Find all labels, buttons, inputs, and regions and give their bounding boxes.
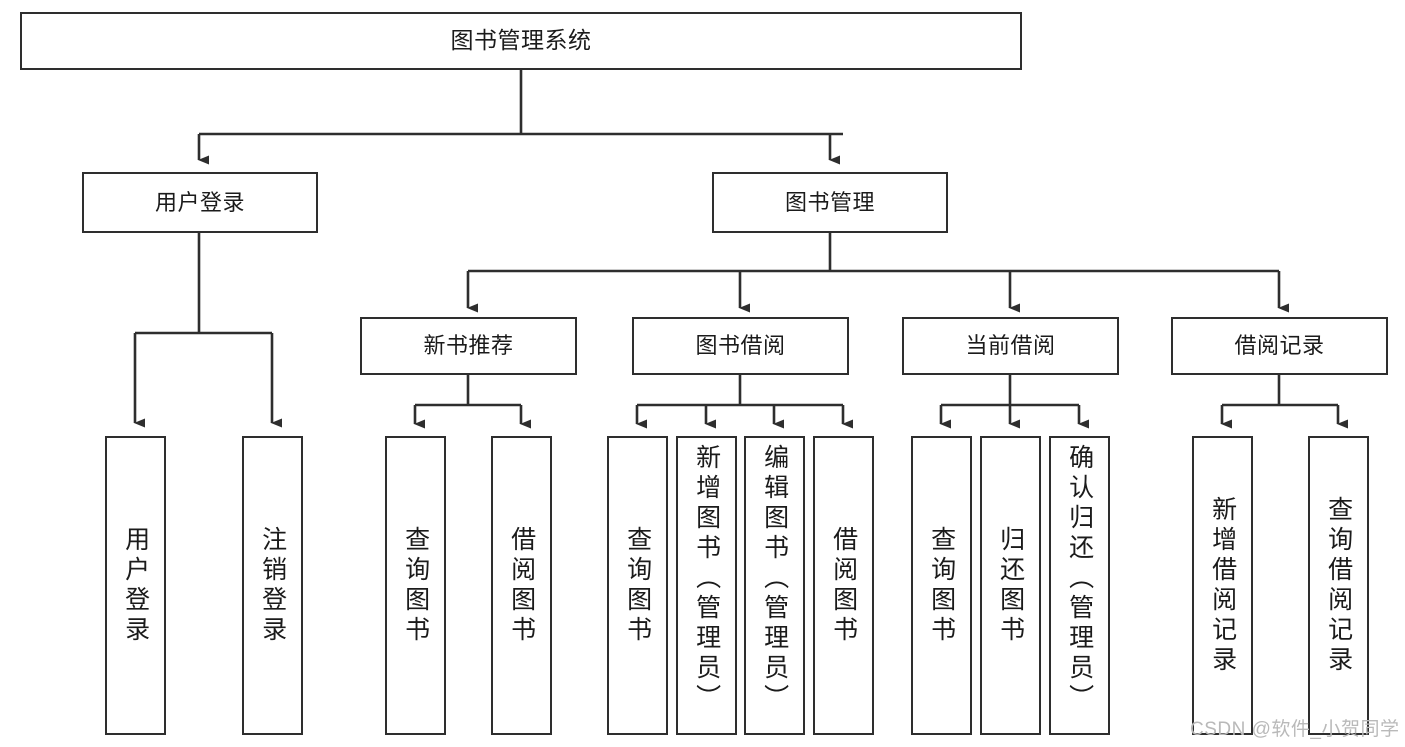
node-label: 查询借阅记录	[1324, 495, 1353, 676]
leaf-query-book-3[interactable]: 查询图书	[911, 436, 972, 735]
leaf-query-record[interactable]: 查询借阅记录	[1308, 436, 1369, 735]
node-book-manage[interactable]: 图书管理	[712, 172, 948, 233]
leaf-query-book-1[interactable]: 查询图书	[385, 436, 446, 735]
node-label: 编辑图书（管理员）	[760, 444, 789, 714]
node-new-book-recommend[interactable]: 新书推荐	[360, 317, 577, 375]
node-label: 图书借阅	[695, 333, 786, 359]
node-label: 新增图书（管理员）	[692, 444, 721, 714]
leaf-add-record[interactable]: 新增借阅记录	[1192, 436, 1253, 735]
leaf-add-book[interactable]: 新增图书（管理员）	[676, 436, 737, 735]
node-label: 用户登录	[154, 189, 245, 215]
node-book-borrow[interactable]: 图书借阅	[632, 317, 849, 375]
leaf-user-login[interactable]: 用户登录	[105, 436, 166, 735]
node-label: 借阅图书	[829, 525, 858, 646]
leaf-query-book-2[interactable]: 查询图书	[607, 436, 668, 735]
node-label: 图书管理	[784, 189, 875, 215]
node-label: 新书推荐	[423, 333, 514, 359]
leaf-borrow-book-1[interactable]: 借阅图书	[491, 436, 552, 735]
leaf-edit-book[interactable]: 编辑图书（管理员）	[744, 436, 805, 735]
leaf-logout-login[interactable]: 注销登录	[242, 436, 303, 735]
leaf-confirm-return[interactable]: 确认归还（管理员）	[1049, 436, 1110, 735]
node-label: 当前借阅	[965, 333, 1056, 359]
node-label: 查询图书	[401, 525, 430, 646]
node-borrow-record[interactable]: 借阅记录	[1171, 317, 1388, 375]
node-label: 用户登录	[121, 525, 150, 646]
node-label: 查询图书	[623, 525, 652, 646]
node-label: 查询图书	[927, 525, 956, 646]
node-label: 借阅图书	[507, 525, 536, 646]
node-label: 新增借阅记录	[1208, 495, 1237, 676]
node-root-system[interactable]: 图书管理系统	[20, 12, 1022, 70]
node-label: 归还图书	[996, 525, 1025, 646]
node-label: 注销登录	[258, 525, 287, 646]
leaf-borrow-book-2[interactable]: 借阅图书	[813, 436, 874, 735]
csdn-watermark: CSDN @软件_小贺同学	[1190, 719, 1400, 740]
node-user-login[interactable]: 用户登录	[82, 172, 318, 233]
leaf-return-book[interactable]: 归还图书	[980, 436, 1041, 735]
node-label: 确认归还（管理员）	[1065, 444, 1094, 714]
node-label: 图书管理系统	[450, 27, 592, 54]
node-current-borrow[interactable]: 当前借阅	[902, 317, 1119, 375]
node-label: 借阅记录	[1234, 333, 1325, 359]
